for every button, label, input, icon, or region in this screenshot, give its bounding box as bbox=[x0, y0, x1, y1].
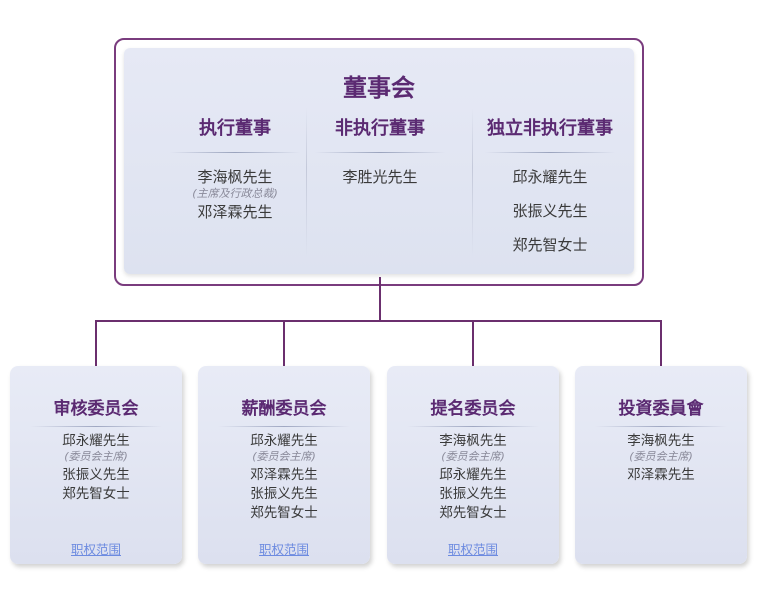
committee-title: 薪酬委员会 bbox=[241, 399, 327, 419]
connector-trunk bbox=[379, 277, 381, 321]
member-name: 张振义先生 bbox=[512, 202, 588, 220]
member-name: 李海枫先生 bbox=[197, 168, 273, 186]
committee-audit: 审核委员会 邱永耀先生 (委员会主席) 张振义先生 郑先智女士 职权范围 bbox=[10, 366, 182, 564]
group-heading: 执行董事 bbox=[199, 118, 271, 139]
member-role: (委员会主席) bbox=[629, 450, 693, 463]
board-group-non-executive: 非执行董事 李胜光先生 bbox=[295, 116, 465, 187]
member-name: 郑先智女士 bbox=[62, 486, 130, 502]
committee-investment: 投資委員會 李海枫先生 (委员会主席) 邓泽霖先生 bbox=[575, 366, 747, 564]
member-role: (委员会主席) bbox=[64, 450, 128, 463]
committee-title: 提名委员会 bbox=[430, 399, 516, 419]
member-name: 邱永耀先生 bbox=[250, 433, 318, 449]
member-name: 郑先智女士 bbox=[439, 505, 507, 521]
divider bbox=[595, 426, 727, 427]
committee-nomination: 提名委员会 李海枫先生 (委员会主席) 邱永耀先生 张振义先生 郑先智女士 职权… bbox=[387, 366, 559, 564]
terms-of-reference-link[interactable]: 职权范围 bbox=[70, 542, 121, 557]
member-name: 邱永耀先生 bbox=[512, 168, 588, 186]
member-name: 邱永耀先生 bbox=[62, 433, 130, 449]
divider bbox=[218, 426, 350, 427]
connector-branch bbox=[283, 320, 285, 366]
connector-branch bbox=[472, 320, 474, 366]
divider bbox=[315, 152, 445, 153]
member-role: (委员会主席) bbox=[441, 450, 505, 463]
terms-of-reference-link[interactable]: 职权范围 bbox=[258, 542, 309, 557]
board-title: 董事会 bbox=[343, 74, 415, 102]
board-frame: 董事会 执行董事 李海枫先生 (主席及行政总裁) 邓泽霖先生 非执行董事 李胜光… bbox=[114, 38, 644, 286]
column-divider bbox=[306, 108, 307, 258]
member-name: 张振义先生 bbox=[62, 467, 130, 483]
committee-title: 投資委員會 bbox=[618, 399, 704, 419]
member-name: 李海枫先生 bbox=[439, 433, 507, 449]
member-name: 郑先智女士 bbox=[512, 236, 588, 254]
committee-title: 审核委员会 bbox=[53, 399, 139, 419]
member-name: 郑先智女士 bbox=[250, 505, 318, 521]
board-group-independent: 独立非执行董事 邱永耀先生 张振义先生 郑先智女士 bbox=[465, 116, 635, 255]
divider bbox=[170, 152, 300, 153]
group-heading: 独立非执行董事 bbox=[487, 118, 613, 139]
member-name: 邓泽霖先生 bbox=[250, 467, 318, 483]
member-role: (委员会主席) bbox=[252, 450, 316, 463]
member-name: 李胜光先生 bbox=[342, 168, 418, 186]
member-name: 邓泽霖先生 bbox=[197, 203, 273, 221]
member-name: 张振义先生 bbox=[439, 486, 507, 502]
connector-bus bbox=[95, 320, 662, 322]
member-name: 邱永耀先生 bbox=[439, 467, 507, 483]
member-name: 邓泽霖先生 bbox=[627, 467, 695, 483]
terms-of-reference-link[interactable]: 职权范围 bbox=[447, 542, 498, 557]
member-name: 张振义先生 bbox=[250, 486, 318, 502]
divider bbox=[30, 426, 162, 427]
member-name: 李海枫先生 bbox=[627, 433, 695, 449]
column-divider bbox=[472, 108, 473, 258]
connector-branch bbox=[95, 320, 97, 366]
connector-branch bbox=[660, 320, 662, 366]
divider bbox=[485, 152, 615, 153]
committee-remuneration: 薪酬委员会 邱永耀先生 (委员会主席) 邓泽霖先生 张振义先生 郑先智女士 职权… bbox=[198, 366, 370, 564]
member-role: (主席及行政总裁) bbox=[192, 187, 278, 200]
group-heading: 非执行董事 bbox=[335, 118, 425, 139]
board-group-executive: 执行董事 李海枫先生 (主席及行政总裁) 邓泽霖先生 bbox=[150, 116, 320, 222]
board-panel: 董事会 执行董事 李海枫先生 (主席及行政总裁) 邓泽霖先生 非执行董事 李胜光… bbox=[124, 48, 634, 274]
divider bbox=[407, 426, 539, 427]
